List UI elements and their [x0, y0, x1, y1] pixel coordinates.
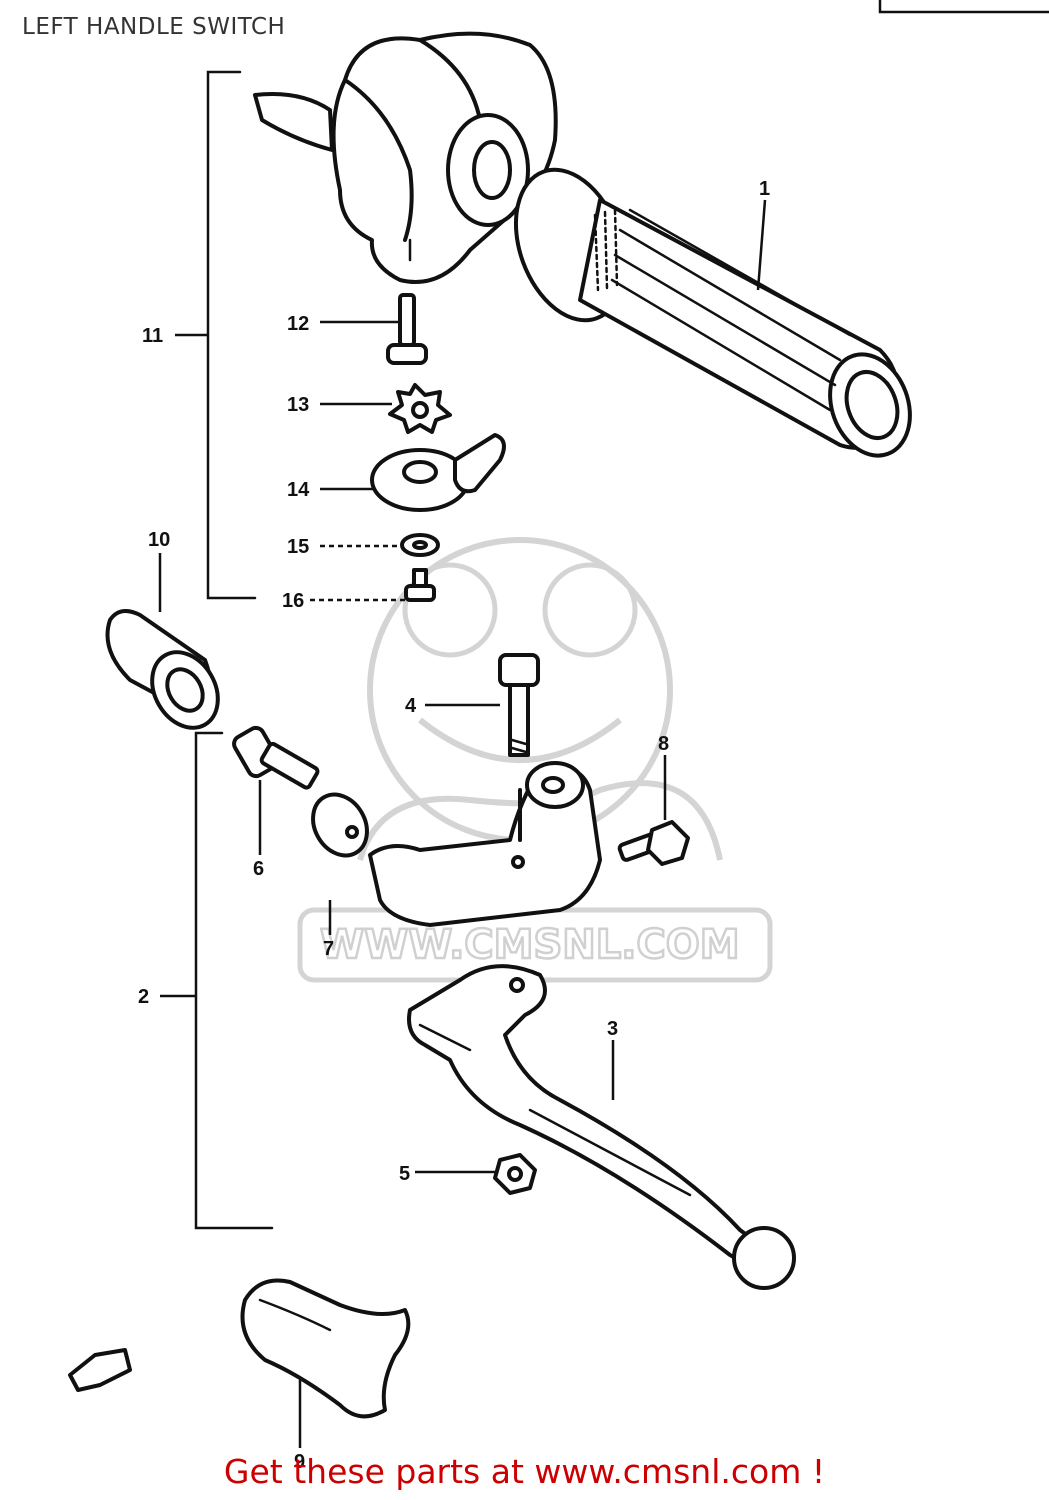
- choke-lever-icon: [370, 433, 506, 512]
- callout-2: 2: [138, 986, 149, 1008]
- cable-boot-icon: [105, 609, 220, 730]
- watermark-text: WWW.CMSNL.COM: [320, 922, 740, 968]
- clutch-lever-icon: [407, 964, 796, 1290]
- callout-12: 12: [287, 313, 309, 335]
- leader-lines: [158, 199, 767, 1448]
- callout-1: 1: [759, 178, 770, 200]
- small-screw-icon: [404, 568, 436, 602]
- switch-housing-icon: [253, 31, 558, 284]
- clamp-bolt-icon: [617, 820, 690, 866]
- callout-10: 10: [148, 529, 170, 551]
- diagram-title: LEFT HANDLE SWITCH: [22, 14, 286, 40]
- frame-corner: [878, 0, 1049, 14]
- callout-labels: 1 2 3 4 5 6 7 8 9 10 11 12 13 14 15 16: [138, 178, 770, 1473]
- adjuster-bolt-icon: [232, 725, 369, 858]
- callout-4: 4: [405, 695, 417, 717]
- lever-holder-icon: [368, 761, 602, 927]
- callout-9: 9: [294, 1451, 305, 1473]
- callout-5: 5: [399, 1163, 410, 1185]
- callout-16: 16: [282, 590, 304, 612]
- washer-icon: [400, 533, 440, 557]
- nut-icon: [493, 1153, 537, 1195]
- callout-11: 11: [142, 325, 163, 347]
- bracket-2: [194, 731, 274, 1230]
- bracket-11: [206, 70, 257, 600]
- callout-14: 14: [287, 479, 310, 501]
- callout-8: 8: [658, 733, 669, 755]
- pivot-bolt-icon: [498, 653, 540, 757]
- callout-15: 15: [287, 536, 309, 558]
- direction-arrow-icon: [68, 1348, 132, 1392]
- screw-icon: [386, 293, 428, 365]
- star-washer-icon: [388, 383, 452, 434]
- callout-13: 13: [287, 394, 309, 416]
- callout-7: 7: [323, 938, 334, 960]
- callout-3: 3: [607, 1018, 618, 1040]
- callout-6: 6: [253, 858, 264, 880]
- get-parts-link[interactable]: Get these parts at www.cmsnl.com !: [223, 1452, 826, 1491]
- lever-cover-icon: [240, 1278, 411, 1419]
- handlebar-grip-icon: [513, 167, 912, 458]
